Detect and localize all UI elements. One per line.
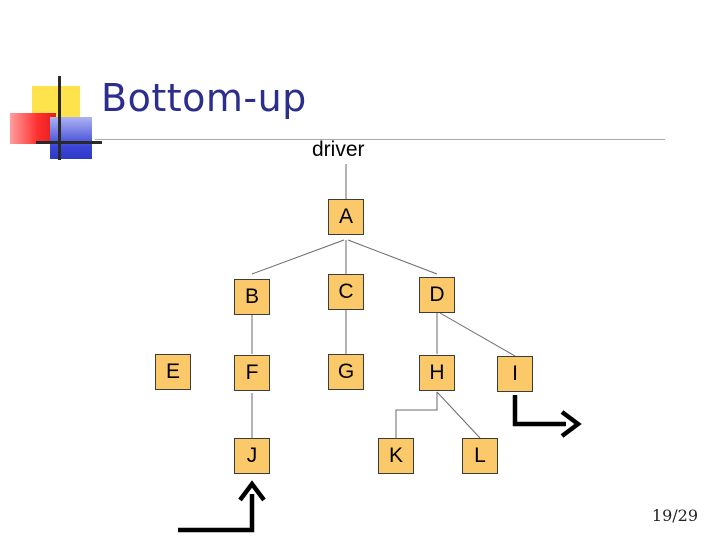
arrow-right-shaft <box>512 395 566 427</box>
node-a-label: A <box>338 205 353 228</box>
node-g: G <box>328 354 364 390</box>
deco-horizontal-bar <box>36 141 102 144</box>
node-f: F <box>234 355 270 391</box>
node-a: A <box>328 199 364 235</box>
node-e-label: E <box>165 360 180 383</box>
node-i: I <box>497 356 533 392</box>
arrow-bottom-head <box>238 480 266 502</box>
edge-h-l <box>436 391 481 439</box>
node-j-label: J <box>246 444 258 467</box>
edge-a-b <box>251 239 345 275</box>
node-d-label: D <box>429 283 445 306</box>
driver-label: driver <box>312 138 365 161</box>
node-k: K <box>378 438 414 474</box>
node-h: H <box>419 355 455 391</box>
arrow-right-head <box>560 410 582 438</box>
title-rule <box>95 139 665 140</box>
deco-blue-square <box>50 117 92 159</box>
node-c-label: C <box>338 280 354 303</box>
page-number: 19/29 <box>651 506 698 525</box>
node-d: D <box>419 277 455 313</box>
node-h-label: H <box>429 361 445 384</box>
corner-decoration <box>0 0 110 170</box>
deco-red-square <box>10 113 56 144</box>
deco-vertical-bar <box>58 76 61 160</box>
node-k-label: K <box>388 444 403 467</box>
node-f-label: F <box>245 361 259 384</box>
node-l: L <box>462 438 498 474</box>
node-b-label: B <box>244 285 259 308</box>
edge-k-connector <box>395 392 438 438</box>
edge-a-d <box>347 239 438 275</box>
slide-title: Bottom-up <box>101 76 307 120</box>
arrow-bottom-shaft <box>178 494 255 533</box>
node-l-label: L <box>474 444 486 467</box>
node-i-label: I <box>512 362 518 385</box>
node-b: B <box>234 279 270 315</box>
node-c: C <box>328 274 364 310</box>
node-e: E <box>155 354 191 390</box>
node-j: J <box>234 438 270 474</box>
node-g-label: G <box>337 360 355 383</box>
edge-d-i <box>439 312 516 357</box>
